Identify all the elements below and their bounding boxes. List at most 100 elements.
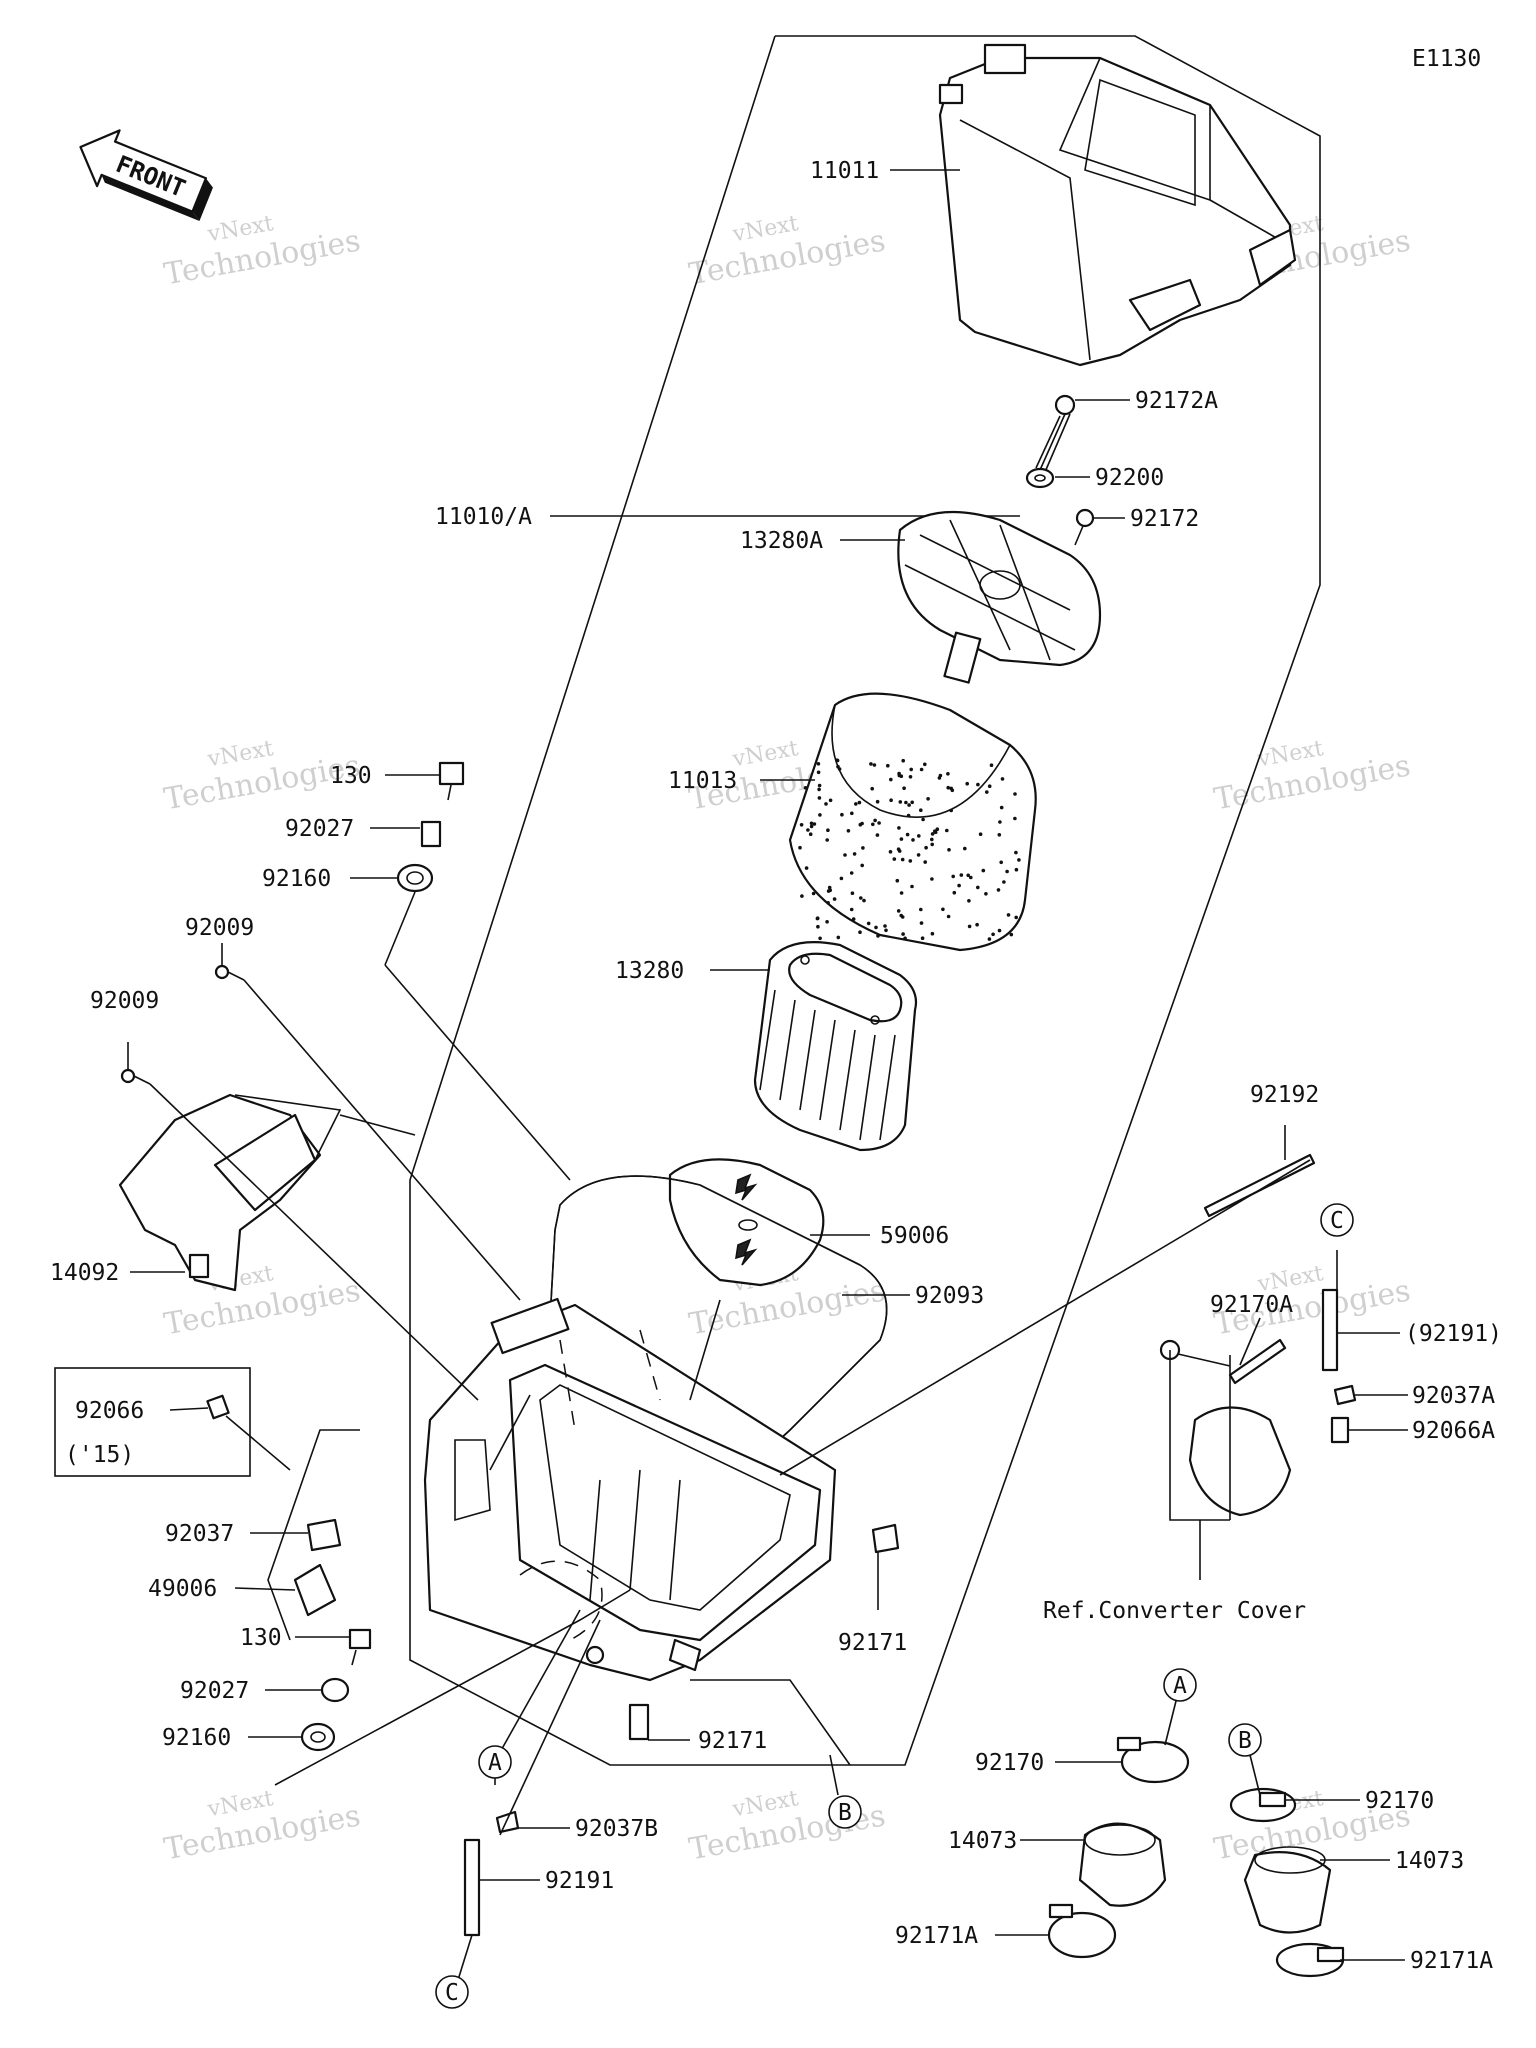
filter-dot [981, 868, 986, 873]
part-92200-washer [1025, 467, 1055, 489]
filter-dot [832, 897, 837, 901]
filter-dot [803, 786, 808, 790]
filter-dot [1013, 792, 1017, 796]
label-92170-right: 92170 [1365, 1788, 1434, 1814]
part-49006-cap [293, 1563, 337, 1617]
watermark: vNext Technologies [686, 211, 888, 292]
filter-dot [923, 762, 927, 767]
filter-dot [910, 800, 914, 805]
label-92170-left: 92170 [975, 1750, 1044, 1776]
part-92037B-clip [495, 1810, 520, 1834]
filter-dot [897, 773, 902, 778]
filter-dot [876, 934, 880, 938]
label-92027-upper: 92027 [285, 816, 354, 842]
filter-dot [850, 891, 855, 895]
filter-dot [846, 829, 851, 833]
filter-dot [905, 832, 910, 837]
part-92171A-clamp-right [1275, 1942, 1345, 1978]
filter-dot [825, 838, 829, 842]
filter-dot [869, 762, 873, 766]
part-92171A-clamp-left [1047, 1903, 1117, 1959]
filter-dot [1014, 867, 1019, 872]
filter-dot [836, 935, 841, 940]
part-92009-screw-a [214, 964, 245, 981]
label-92037A: 92037A [1412, 1383, 1495, 1409]
label-14073-right: 14073 [1395, 1848, 1464, 1874]
filter-dot [875, 833, 880, 837]
filter-dot [875, 799, 880, 804]
filter-dot [873, 818, 877, 823]
filter-dot [857, 800, 862, 805]
part-92170A-band [1228, 1338, 1287, 1385]
filter-dot [874, 925, 878, 930]
label-92171-right: 92171 [838, 1630, 907, 1656]
filter-dot [969, 875, 973, 880]
filter-dot [966, 873, 970, 878]
filter-dot [937, 776, 942, 780]
label-92191: 92191 [545, 1868, 614, 1894]
filter-dot [800, 894, 804, 898]
filter-dot [836, 764, 840, 769]
filter-dot [899, 837, 904, 841]
filter-dot [824, 802, 828, 806]
filter-dot [999, 805, 1004, 810]
part-92170-clamp-right [1229, 1787, 1297, 1823]
label-130-upper: 130 [330, 763, 372, 789]
filter-dot [920, 936, 925, 940]
part-92037-clamp [306, 1518, 342, 1552]
filter-dot [965, 781, 969, 786]
part-14092-duct [118, 1093, 342, 1292]
filter-dot [816, 924, 820, 929]
filter-dot [978, 832, 983, 836]
filter-dot [926, 797, 930, 801]
filter-dot [935, 827, 940, 831]
filter-dot [996, 888, 1001, 892]
label-14092: 14092 [50, 1260, 119, 1286]
filter-dot [952, 890, 957, 895]
filter-dot [826, 828, 830, 832]
label-11011: 11011 [810, 158, 879, 184]
label-92200: 92200 [1095, 465, 1164, 491]
filter-dot [818, 936, 822, 941]
filter-dot [907, 803, 911, 807]
label-92009-b: 92009 [90, 988, 159, 1014]
filter-dot [870, 786, 874, 791]
filter-dot [816, 762, 821, 766]
filter-dot [889, 798, 893, 802]
filter-dot [902, 786, 906, 790]
filter-dot [924, 845, 928, 850]
callout-c-lower: C [445, 1980, 459, 2006]
filter-dot [851, 917, 856, 921]
label-92171-lower: 92171 [698, 1728, 767, 1754]
filter-dot [860, 863, 864, 868]
watermark: vNext Technologies [1211, 736, 1413, 817]
filter-dot [989, 763, 994, 767]
part-92066A-cap [1330, 1416, 1350, 1444]
part-converter-cover [1159, 1339, 1292, 1517]
filter-dot [799, 823, 804, 827]
filter-dot [899, 913, 903, 918]
part-92160-grommet-upper [396, 863, 434, 893]
filter-dot [985, 790, 989, 794]
filter-dot [916, 853, 921, 857]
label-92172: 92172 [1130, 506, 1199, 532]
filter-dot [906, 813, 911, 818]
filter-dot [909, 767, 913, 772]
part-130-bolt-lower [348, 1628, 372, 1666]
filter-dot [866, 921, 871, 926]
filter-dot [946, 914, 951, 919]
filter-dot [859, 896, 863, 900]
filter-dot [984, 892, 988, 896]
part-92192-pipe [1203, 1153, 1316, 1218]
part-92170-clamp-left [1116, 1736, 1190, 1784]
filter-dot [883, 924, 887, 928]
part-13280A-frame [897, 510, 1102, 684]
filter-dot [835, 758, 840, 763]
label-92037: 92037 [165, 1521, 234, 1547]
label-92037B: 92037B [575, 1816, 658, 1842]
callout-a-lower: A [488, 1750, 502, 1776]
filter-dot [809, 824, 814, 829]
filter-dot [1002, 880, 1006, 884]
filter-dot [852, 852, 857, 856]
filter-dot [1013, 816, 1017, 821]
